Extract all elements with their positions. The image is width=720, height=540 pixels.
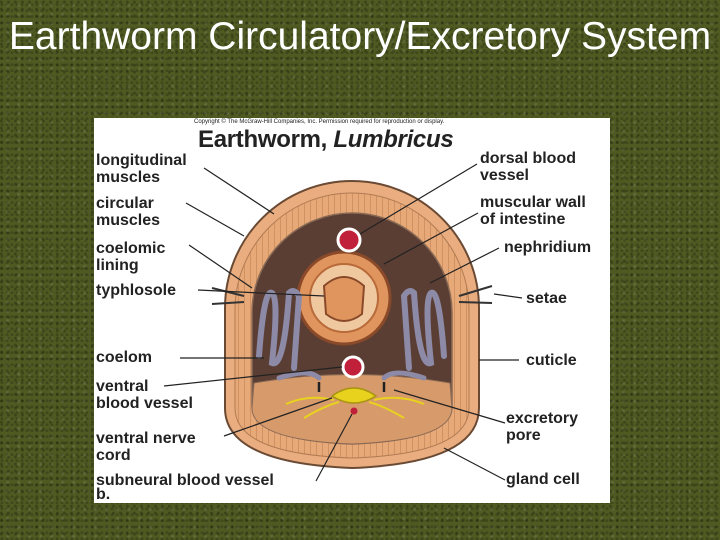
subneural-blood-vessel bbox=[350, 407, 358, 415]
seta-left-2 bbox=[211, 301, 245, 305]
label-excretory-pore: excretory pore bbox=[506, 410, 579, 444]
label-subneural-blood-vessel: subneural blood vessel bbox=[96, 472, 274, 489]
leader-lines-left bbox=[163, 167, 353, 482]
label-gland-cell: gland cell bbox=[506, 471, 580, 488]
panel-label: b. bbox=[96, 486, 111, 503]
nephridium-left-2 bbox=[276, 370, 322, 381]
leader-lines-right bbox=[359, 163, 523, 481]
figure-title: Earthworm, Lumbricus bbox=[198, 126, 454, 154]
label-circular-muscles: circular muscles bbox=[96, 195, 161, 229]
nephridium-left bbox=[256, 288, 303, 371]
figure-title-prefix: Earthworm, bbox=[198, 126, 334, 153]
ventral-nerve-cord bbox=[330, 387, 378, 404]
label-longitudinal-muscles: longitudinal muscles bbox=[96, 152, 187, 186]
copyright-notice: Copyright © The McGraw-Hill Companies, I… bbox=[194, 119, 445, 125]
dorsal-blood-vessel bbox=[336, 227, 362, 253]
label-coelomic-lining: coelomic lining bbox=[96, 240, 166, 274]
figure-panel: Copyright © The McGraw-Hill Companies, I… bbox=[94, 118, 610, 503]
ventral-blood-vessel bbox=[341, 355, 365, 379]
label-setae: setae bbox=[526, 290, 567, 307]
typhlosole bbox=[322, 276, 366, 322]
label-nephridium: nephridium bbox=[504, 239, 592, 256]
nephridium-right-2 bbox=[381, 370, 427, 381]
figure-title-species: Lumbricus bbox=[333, 126, 454, 153]
label-ventral-blood-vessel: ventral blood vessel bbox=[96, 378, 193, 412]
slide-title: Earthworm Circulatory/Excretory System bbox=[8, 15, 712, 58]
earthworm-cross-section bbox=[163, 163, 523, 482]
label-coelom: coelom bbox=[96, 349, 153, 366]
label-ventral-nerve-cord: ventral nerve cord bbox=[96, 430, 196, 464]
seta-right-2 bbox=[458, 301, 493, 304]
nerve-branches bbox=[285, 396, 425, 419]
nephridium-right bbox=[400, 288, 447, 371]
seta-right-1 bbox=[458, 285, 493, 297]
label-typhlosole: typhlosole bbox=[96, 282, 177, 299]
label-dorsal-blood-vessel: dorsal blood vessel bbox=[480, 150, 576, 184]
label-cuticle: cuticle bbox=[526, 352, 577, 369]
label-muscular-wall-of-intestine: muscular wall of intestine bbox=[480, 194, 586, 228]
